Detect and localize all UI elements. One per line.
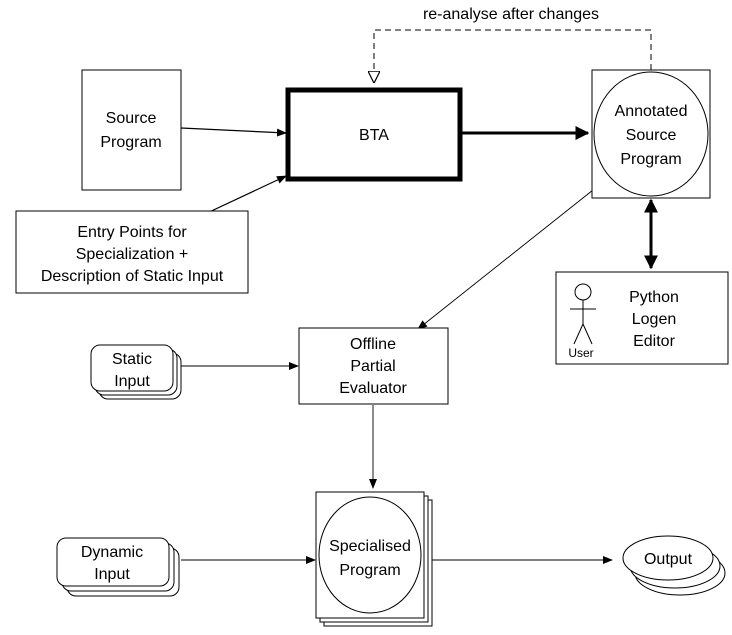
node-dynamic-input: Dynamic Input [56,537,180,597]
editor-line-3: Editor [633,333,675,350]
static-input-line-2: Input [114,373,150,390]
node-offline-partial-evaluator: Offline Partial Evaluator [298,327,449,405]
reanalyse-label: re-analyse after changes [423,6,599,23]
output-label: Output [644,551,693,568]
static-input-line-1: Static [112,351,152,368]
node-entry-points: Entry Points for Specialization + Descri… [15,210,249,294]
edge-reanalyse [374,29,652,82]
node-static-input: Static Input [90,344,182,400]
edges: re-analyse after changes [180,6,658,564]
edge-source-to-bta [180,127,287,137]
source-program-line-1: Source [106,110,157,127]
editor-line-2: Logen [632,311,677,328]
edge-annotated-to-pe [417,189,594,330]
pe-line-2: Partial [350,358,395,375]
user-label: User [568,346,593,360]
specialised-line-2: Program [339,562,400,579]
annotated-line-3: Program [620,151,681,168]
user-stick-figure-icon [570,283,596,345]
specialised-line-1: Specialised [329,538,411,555]
entry-points-line-1: Entry Points for [77,224,187,241]
entry-points-line-3: Description of Static Input [41,268,224,285]
pe-line-3: Evaluator [339,380,407,397]
pe-line-1: Offline [350,336,396,353]
node-source-program: Source Program [81,69,182,191]
node-output: Output [622,535,726,596]
dynamic-input-line-2: Input [94,566,130,583]
edge-entry-to-bta [204,175,287,215]
editor-line-1: Python [629,289,679,306]
node-python-logen-editor: User Python Logen Editor [555,271,729,365]
source-program-line-2: Program [100,134,161,151]
bta-label: BTA [359,127,389,144]
node-specialised-program: Specialised Program [315,491,433,627]
annotated-line-2: Source [626,127,677,144]
entry-points-line-2: Specialization + [76,246,189,263]
annotated-line-1: Annotated [615,103,688,120]
node-bta: BTA [285,87,463,182]
dynamic-input-line-1: Dynamic [81,544,143,561]
node-annotated-source-program: Annotated Source Program [591,69,711,199]
